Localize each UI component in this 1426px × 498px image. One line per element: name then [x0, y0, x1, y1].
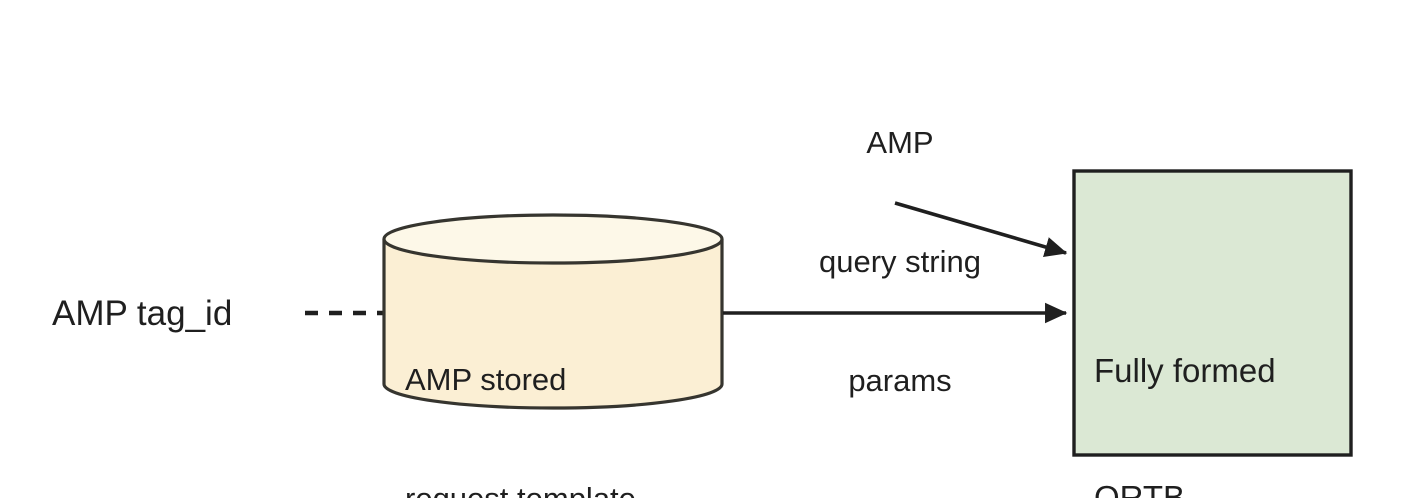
label-amp-query-string-params-line3: params [848, 363, 952, 399]
fully-formed-ortb-box [1072, 169, 1353, 457]
label-amp-tag-id: AMP tag_id [52, 294, 233, 333]
label-amp-query-string-params-line1: AMP [866, 125, 934, 161]
cylinder-body [384, 239, 722, 408]
label-fully-formed-ortb-line1: Fully formed [1094, 352, 1276, 390]
cylinder-bottom-arc [382, 383, 724, 410]
label-fully-formed-ortb-line2: ORTB [1094, 479, 1186, 498]
label-amp-query-string-params: AMP query string params [740, 44, 1060, 480]
connector-params-to-ortb [894, 201, 1068, 257]
label-amp-query-string-params-line2: query string [819, 244, 981, 280]
label-amp-stored-request-template-line2: request template [405, 479, 636, 498]
cylinder-top-ellipse [382, 213, 724, 265]
label-fully-formed-ortb: Fully formed ORTB [1094, 266, 1276, 498]
label-amp-stored-request-template: AMP stored request template [405, 281, 636, 498]
label-amp-stored-request-template-line1: AMP stored [405, 362, 567, 398]
